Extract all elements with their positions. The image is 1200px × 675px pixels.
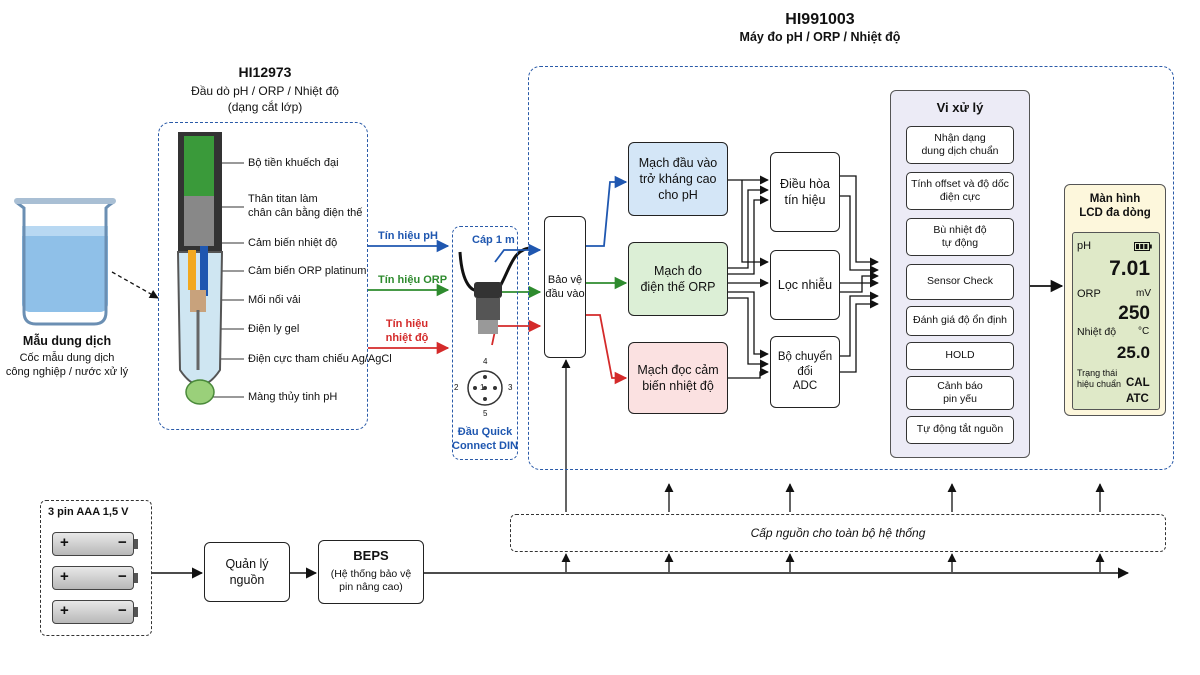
lcd-screen bbox=[1072, 232, 1160, 410]
connector-enclosure bbox=[452, 226, 518, 460]
probe-model-title: HI12973 bbox=[238, 64, 292, 80]
probe-label-orp-sensor: Cảm biến ORP platinum bbox=[248, 265, 367, 277]
mcu-title: Vi xử lý bbox=[936, 100, 984, 115]
probe-label-titan-body: Thân titan làm chân cân bằng điện thế bbox=[248, 193, 363, 219]
signal-temp-label: Tín hiệu nhiệt độ bbox=[385, 318, 429, 344]
battery-level-icon bbox=[1134, 242, 1152, 251]
lcd-title: Màn hình LCD đa dòng bbox=[1079, 193, 1151, 220]
mcu-item-buffer-recognition: Nhận dạng dung dịch chuẩn bbox=[906, 126, 1014, 164]
probe-subtitle: Đầu dò pH / ORP / Nhiệt độ bbox=[191, 84, 339, 98]
meter-enclosure bbox=[528, 66, 1174, 470]
probe-label-temp-sensor: Cảm biến nhiệt độ bbox=[248, 237, 338, 249]
probe-label-junction: Mối nối vải bbox=[248, 294, 301, 306]
battery-minus-icon: − bbox=[118, 534, 127, 551]
battery-2: + − bbox=[52, 566, 138, 590]
probe-label-preamp: Bộ tiền khuếch đại bbox=[248, 157, 339, 169]
signal-ph-label: Tín hiệu pH bbox=[378, 230, 438, 242]
mcu-item-auto-off: Tự động tắt nguồn bbox=[906, 416, 1014, 444]
pin-1-label: 1 bbox=[480, 383, 485, 392]
power-distribution-bus bbox=[510, 514, 1166, 552]
orp-measure-circuit-block: Mạch đo điện thế ORP bbox=[628, 242, 728, 316]
meter-subtitle: Máy đo pH / ORP / Nhiệt độ bbox=[739, 30, 901, 44]
lcd-orp-unit: mV bbox=[1136, 288, 1151, 299]
lcd-ph-value: 7.01 bbox=[1109, 257, 1150, 280]
lcd-temp-value: 25.0 bbox=[1116, 343, 1150, 362]
probe-label-glass: Màng thủy tinh pH bbox=[248, 391, 338, 403]
probe-enclosure bbox=[158, 122, 368, 430]
battery-3: + − bbox=[52, 600, 138, 624]
lcd-orp-value: 250 bbox=[1118, 303, 1150, 324]
noise-filter-block: Lọc nhiễu bbox=[770, 250, 840, 320]
power-manager-block: Quản lý nguồn bbox=[204, 542, 290, 602]
probe-subtitle-cutaway: (dạng cắt lớp) bbox=[227, 100, 303, 114]
lcd-calibration-status-label: Trạng thái hiệu chuẩn bbox=[1077, 368, 1122, 390]
probe-label-reference: Điện cực tham chiếu Ag/AgCl bbox=[248, 353, 392, 365]
mcu-item-sensor-check: Sensor Check bbox=[906, 264, 1014, 300]
mcu-item-low-battery: Cảnh báo pin yếu bbox=[906, 376, 1014, 410]
pin-5-label: 5 bbox=[483, 409, 488, 418]
sample-title: Mẫu dung dịch bbox=[22, 334, 112, 348]
adc-block: Bộ chuyển đổi ADC bbox=[770, 336, 840, 408]
battery-plus-icon: + bbox=[60, 568, 69, 585]
lcd-orp-label: ORP bbox=[1077, 288, 1101, 300]
signal-orp-label: Tín hiệu ORP bbox=[378, 274, 448, 286]
ph-input-circuit-block: Mạch đầu vào trở kháng cao cho pH bbox=[628, 142, 728, 216]
battery-1: + − bbox=[52, 532, 138, 556]
beps-description: (Hệ thống bảo vệ pin nâng cao) bbox=[330, 568, 412, 594]
battery-minus-icon: − bbox=[118, 568, 127, 585]
lcd-atc-indicator: ATC bbox=[1126, 393, 1149, 405]
pin-2-left-label: 2 bbox=[454, 383, 459, 392]
lcd-cal-indicator: CAL bbox=[1126, 377, 1150, 389]
beps-title: BEPS bbox=[353, 548, 389, 563]
pin-4-label: 4 bbox=[483, 357, 488, 366]
lcd-temp-label: Nhiệt độ bbox=[1077, 326, 1117, 338]
beps-block bbox=[318, 540, 424, 604]
probe-label-gel: Điện ly gel bbox=[248, 323, 300, 335]
din-pinout-icon bbox=[467, 370, 503, 406]
power-distribution-label: Cấp nguồn cho toàn bộ hệ thống bbox=[750, 526, 926, 540]
mcu-item-stability: Đánh giá độ ổn định bbox=[906, 306, 1014, 336]
din-connector-icon bbox=[474, 282, 502, 334]
cable-length-label: Cáp 1 m bbox=[472, 234, 515, 246]
mcu-item-temp-compensation: Bù nhiệt độ tự động bbox=[906, 218, 1014, 256]
sample-description: Cốc mẫu dung dịch công nghiệp / nước xử … bbox=[5, 352, 129, 378]
pin-3-label: 3 bbox=[508, 383, 513, 392]
battery-minus-icon: − bbox=[118, 602, 127, 619]
lcd-temp-unit: °C bbox=[1138, 326, 1150, 337]
input-protection-block: Bảo vệ đầu vào bbox=[544, 216, 586, 358]
battery-plus-icon: + bbox=[60, 602, 69, 619]
mcu-item-hold: HOLD bbox=[906, 342, 1014, 370]
beaker-icon bbox=[14, 198, 116, 326]
battery-pack-box bbox=[40, 500, 152, 636]
signal-conditioning-block: Điều hòa tín hiệu bbox=[770, 152, 840, 232]
probe-cutaway-illustration bbox=[176, 132, 224, 405]
battery-plus-icon: + bbox=[60, 534, 69, 551]
temp-read-circuit-block: Mạch đọc cảm biến nhiệt độ bbox=[628, 342, 728, 414]
meter-model-title: HI991003 bbox=[785, 11, 855, 28]
mcu-item-offset-slope: Tính offset và độ dốc điện cực bbox=[906, 172, 1014, 210]
battery-pack-title: 3 pin AAA 1,5 V bbox=[48, 506, 129, 518]
connector-name: Đầu Quick Connect DIN bbox=[452, 426, 518, 452]
lcd-ph-label: pH bbox=[1077, 240, 1092, 252]
